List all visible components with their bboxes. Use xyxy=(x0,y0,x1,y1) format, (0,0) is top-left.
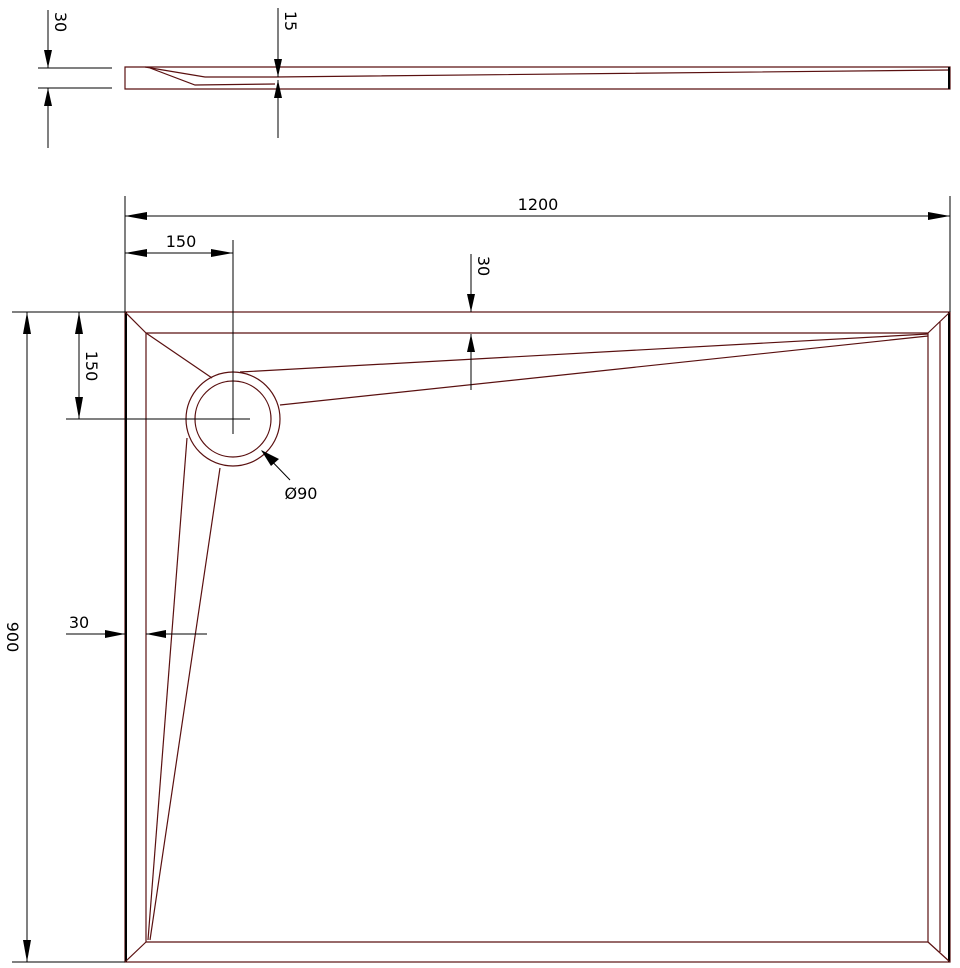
side-depth-arrow-bottom xyxy=(274,80,282,98)
rim-top-arrow-bottom xyxy=(467,334,475,352)
rim-top-label: 30 xyxy=(474,256,493,276)
width-arrow-right xyxy=(928,212,950,220)
side-view: 30 15 xyxy=(38,8,951,148)
height-arrow-top xyxy=(23,312,31,334)
drain-y-arrow-top xyxy=(75,312,83,334)
drain-y-label: 150 xyxy=(82,351,101,382)
side-depth-label: 15 xyxy=(281,11,300,31)
width-arrow-left xyxy=(125,212,147,220)
drain-x-arrow-right xyxy=(211,249,233,257)
rim-top-arrow-top xyxy=(467,294,475,312)
side-profile-slope-top xyxy=(144,66,951,78)
tray-inner-rim xyxy=(145,332,929,943)
height-arrow-bottom xyxy=(23,940,31,962)
slope-line-left-outer xyxy=(147,437,188,941)
side-height-arrow-top xyxy=(44,50,52,68)
side-profile-slope-bottom xyxy=(149,67,276,86)
side-height-label: 30 xyxy=(51,12,70,32)
drain-diameter-label: Ø90 xyxy=(285,484,318,503)
side-depth-arrow-top xyxy=(274,59,282,77)
corner-bevel-top-left xyxy=(124,311,147,334)
width-label: 1200 xyxy=(518,195,559,214)
drain-x-label: 150 xyxy=(166,232,197,251)
rim-left-label: 30 xyxy=(69,613,89,632)
tray-outer-edge xyxy=(124,311,951,963)
drain-x-arrow-left xyxy=(125,249,147,257)
side-profile-outline xyxy=(124,66,951,90)
height-label: 900 xyxy=(3,622,22,653)
side-height-arrow-bottom xyxy=(44,88,52,106)
slope-line-top-upper xyxy=(239,333,929,373)
slope-line-top-lower xyxy=(279,335,929,406)
rim-left-arrow-right xyxy=(146,630,166,638)
drain-diameter-arrow xyxy=(261,450,279,466)
plan-view: 1200 150 30 150 30 900 Ø90 xyxy=(3,195,951,963)
rim-left-arrow-left xyxy=(105,630,125,638)
corner-bevel-top-right xyxy=(927,311,951,334)
slope-line-diagonal xyxy=(145,332,213,379)
slope-line-left-inner xyxy=(149,467,221,941)
drain-y-arrow-bottom xyxy=(75,397,83,419)
corner-bevel-bottom-left xyxy=(124,941,147,963)
corner-bevel-bottom-right xyxy=(927,941,951,963)
